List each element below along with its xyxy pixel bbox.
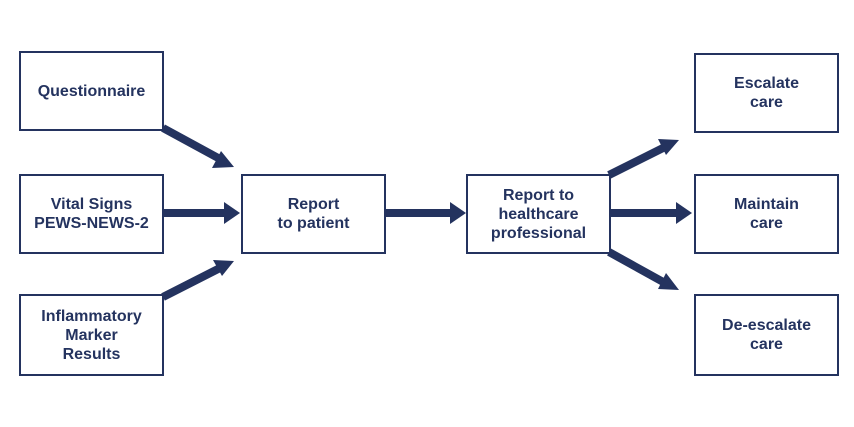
report-to-patient-box: Report to patient <box>241 174 386 254</box>
vital-signs-box: Vital Signs PEWS-NEWS-2 <box>19 174 164 254</box>
arrow-report-professional-to-escalate <box>607 139 679 179</box>
arrow-report-professional-to-deescalate <box>607 248 679 290</box>
arrow-inflammatory-to-report-patient <box>161 260 234 301</box>
questionnaire-box: Questionnaire <box>19 51 164 131</box>
arrow-report-professional-to-maintain <box>609 202 692 224</box>
inflammatory-marker-box: Inflammatory Marker Results <box>19 294 164 376</box>
arrow-vital-signs-to-report-patient <box>163 202 240 224</box>
maintain-care-box: Maintain care <box>694 174 839 254</box>
report-to-professional-box: Report to healthcare professional <box>466 174 611 254</box>
deescalate-care-box: De-escalate care <box>694 294 839 376</box>
arrow-report-patient-to-report-professional <box>385 202 466 224</box>
escalate-care-box: Escalate care <box>694 53 839 133</box>
arrow-questionnaire-to-report-patient <box>161 124 234 168</box>
